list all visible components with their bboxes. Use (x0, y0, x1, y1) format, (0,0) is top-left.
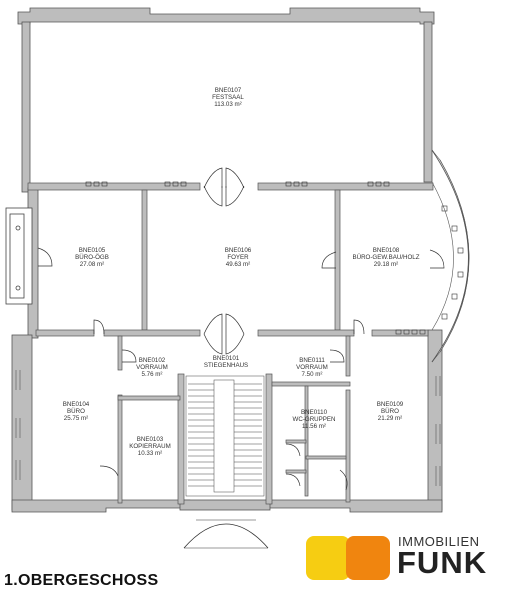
svg-text:27.08 m²: 27.08 m² (80, 261, 104, 268)
wall-wc-cubicle-2 (305, 455, 347, 460)
wall-vorraum-left (117, 335, 123, 371)
svg-text:10.33 m²: 10.33 m² (138, 450, 162, 457)
logo-line2: FUNK (397, 545, 488, 580)
svg-text:21.29 m²: 21.29 m² (378, 415, 402, 422)
room-wc-gruppen: BNE0110 WC-GRUPPEN 11.56 m² (293, 409, 336, 430)
svg-text:FOYER: FOYER (227, 254, 249, 261)
svg-text:BNE0111: BNE0111 (299, 357, 325, 364)
bay-window (431, 149, 470, 363)
stair-bottom-wall (179, 499, 271, 511)
svg-text:BNE0106: BNE0106 (225, 247, 252, 254)
svg-text:BNE0105: BNE0105 (79, 247, 106, 254)
bottom-wall (11, 499, 191, 513)
wall-festsaal-bottom-left (27, 182, 201, 191)
windows (15, 370, 441, 486)
logo-line1: IMMOBILIEN (398, 534, 480, 549)
svg-text:BNE0109: BNE0109 (377, 401, 404, 408)
svg-text:VORRAUM: VORRAUM (136, 364, 168, 371)
svg-text:KOPIERRAUM: KOPIERRAUM (129, 443, 171, 450)
logo-yellow-square (306, 536, 350, 580)
svg-text:BNE0107: BNE0107 (215, 87, 242, 94)
wall-wc-cubicle-3 (285, 469, 307, 474)
wall-vorraum-right (345, 335, 351, 377)
svg-text:29.18 m²: 29.18 m² (374, 261, 398, 268)
svg-text:VORRAUM: VORRAUM (296, 364, 328, 371)
doors (37, 167, 445, 549)
logo-orange-square (346, 536, 390, 580)
wall-buero-kopier (117, 394, 123, 504)
room-festsaal: BNE0107 FESTSAAL 113.03 m² (212, 87, 244, 108)
wall-wc-top (271, 381, 351, 387)
svg-text:113.03 m²: 113.03 m² (214, 101, 241, 108)
room-buero-oegb: BNE0105 BÜRO-ÖGB 27.08 m² (75, 247, 109, 268)
wall-stair-left (177, 373, 185, 505)
wall-foyer-buero (334, 189, 341, 331)
wall-mid-bottom-c1 (103, 329, 201, 337)
left-wall-upper (21, 21, 31, 193)
outer-walls (11, 7, 443, 513)
svg-text:BÜRO: BÜRO (67, 408, 85, 415)
svg-text:11.56 m²: 11.56 m² (302, 423, 326, 430)
svg-text:25.75 m²: 25.75 m² (64, 415, 88, 422)
room-labels: BNE0107 FESTSAAL 113.03 m² BNE0105 BÜRO-… (63, 87, 420, 457)
radiators (85, 181, 464, 335)
wall-mid-bottom-left (35, 329, 95, 337)
svg-text:BNE0104: BNE0104 (63, 401, 90, 408)
svg-text:BÜRO: BÜRO (381, 408, 399, 415)
svg-text:BNE0108: BNE0108 (373, 247, 400, 254)
wall-kopier-top (117, 395, 181, 401)
svg-text:BÜRO-ÖGB: BÜRO-ÖGB (75, 254, 109, 261)
floor-title: 1.OBERGESCHOSS (4, 572, 159, 589)
svg-text:5.76 m²: 5.76 m² (142, 371, 163, 378)
svg-text:49.63 m²: 49.63 m² (226, 261, 250, 268)
svg-text:BNE0110: BNE0110 (301, 409, 328, 416)
svg-text:BNE0102: BNE0102 (139, 357, 166, 364)
room-buero-left: BNE0104 BÜRO 25.75 m² (63, 401, 90, 422)
svg-text:FESTSAAL: FESTSAAL (212, 94, 244, 101)
wall-wc-right (345, 389, 351, 503)
left-wall-lower (11, 334, 33, 511)
top-wall (17, 7, 435, 25)
interior-walls (27, 182, 434, 505)
room-buero-right: BNE0109 BÜRO 21.29 m² (377, 401, 404, 422)
svg-text:BNE0103: BNE0103 (137, 436, 164, 443)
left-niche (5, 207, 33, 305)
svg-text:BNE0101: BNE0101 (213, 355, 240, 362)
right-wall-upper (423, 21, 433, 183)
room-vorraum-right: BNE0111 VORRAUM 7.50 m² (296, 357, 328, 378)
svg-text:BÜRO-GEW.BAU/HOLZ: BÜRO-GEW.BAU/HOLZ (352, 254, 419, 261)
room-foyer: BNE0106 FOYER 49.63 m² (225, 247, 252, 268)
wall-mid-bottom-c2 (257, 329, 355, 337)
room-vorraum-left: BNE0102 VORRAUM 5.76 m² (136, 357, 168, 378)
bottom-wall-right (267, 499, 443, 513)
wall-stair-right (265, 373, 273, 505)
svg-text:WC-GRUPPEN: WC-GRUPPEN (293, 416, 336, 423)
room-stiegenhaus: BNE0101 STIEGENHAUS (204, 355, 248, 369)
staircase (185, 375, 265, 497)
company-logo: IMMOBILIEN FUNK (306, 534, 501, 580)
wall-wc-cubicle-1 (285, 439, 307, 444)
svg-text:STIEGENHAUS: STIEGENHAUS (204, 362, 248, 369)
wall-buero-foyer (141, 189, 148, 331)
room-buero-gew-bau-holz: BNE0108 BÜRO-GEW.BAU/HOLZ 29.18 m² (352, 247, 419, 268)
wall-mid-bottom-right (371, 329, 429, 337)
svg-text:7.50 m²: 7.50 m² (302, 371, 323, 378)
room-kopierraum: BNE0103 KOPIERRAUM 10.33 m² (129, 436, 171, 457)
wall-festsaal-bottom-right (257, 182, 434, 191)
